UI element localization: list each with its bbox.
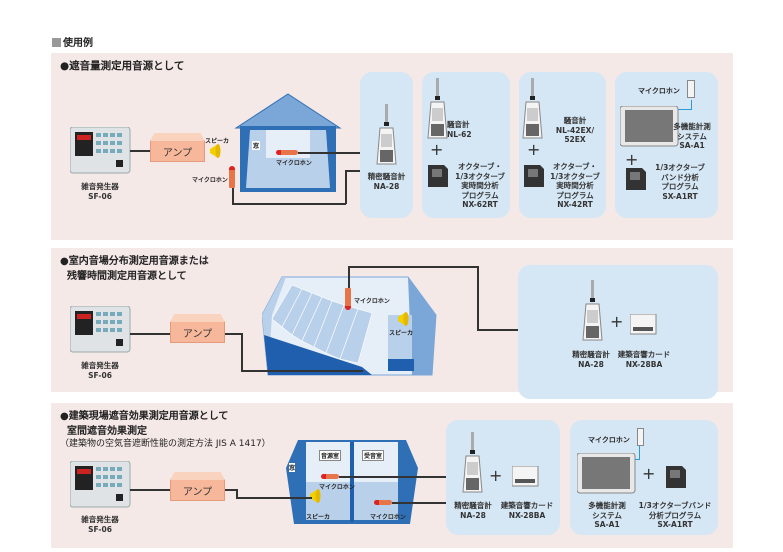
cable [477,329,518,331]
receiving-microphone-icon [374,500,392,505]
cable [225,489,237,491]
sa-a1-tablet-image [577,453,636,494]
na28-label: 精密騒音計 NA-28 [572,350,610,369]
cable [348,266,478,268]
na28-label: 精密騒音計 NA-28 [367,172,406,191]
cable [241,370,363,372]
cable [348,266,350,288]
cable [130,489,170,491]
window-label: 窓 [252,141,261,150]
speaker-icon [310,489,321,503]
plus-sign: + [642,464,656,483]
noise-generator-label: 雑音発生器 SF-06 [81,361,119,380]
noise-generator-image [70,306,131,353]
cable [477,266,479,330]
cable [339,476,446,478]
cable [345,170,362,172]
cable [241,333,243,371]
sa-a1-label: 多機能計測 システム SA-A1 [588,501,626,529]
microphone-label: マイクロホン [192,177,228,184]
sound-level-meter-image [582,280,603,341]
cable [345,170,347,204]
nl42-label: 騒音計 NL-42EX/ 52EX [555,116,595,144]
receiving-room-label: 受音室 [362,450,385,461]
sa-microphone-label: マイクロホン [588,436,630,444]
cable [236,497,312,499]
cable [130,333,170,335]
nx28ba-label: 建築音響カード NX-28BA [500,501,554,520]
sa-a1-label: 多機能計測 システム SA-A1 [673,122,711,150]
acoustics-card-icon [630,314,657,335]
cable [130,150,150,152]
na28-label: 精密騒音計 NA-28 [454,501,492,520]
plus-sign: + [610,312,624,331]
section2-title: ●室内音場分布測定用音源または 残響時間測定用音源として [60,256,209,282]
speaker-label: スピーカ [205,138,230,145]
sd-card-icon [524,165,544,187]
nx28ba-label: 建築音響カード NX-28BA [617,350,671,369]
source-microphone-label: マイクロホン [319,484,355,491]
cable [232,188,234,204]
sound-level-meter-image [462,432,483,493]
section-header: 使用例 [52,34,93,49]
noise-generator-label: 雑音発生器 SF-06 [81,515,119,534]
cable [232,203,346,205]
section3-title: ●建築現場遮音効果測定用音源として 室間遮音効果測定 [60,411,229,437]
house-diagram [234,93,342,192]
microphone-icon [229,166,235,188]
receiving-microphone-label: マイクロホン [370,514,406,521]
speaker-label: スピーカ [306,514,331,521]
plus-sign: + [489,466,503,485]
inner-microphone-label: マイクロホン [276,160,312,167]
section3-subtitle: （建築物の空気音遮断性能の測定方法 JIS A 1417） [60,439,271,449]
nx62rt-label: オクターブ・ 1/3オクターブ 実時間分析 プログラム NX-62RT [455,162,505,209]
microphone-icon [687,80,695,98]
sound-level-meter-image [376,104,397,165]
section1-title: ●遮音量測定用音源として [60,60,185,72]
stepped-room-diagram [262,276,437,376]
square-icon [52,38,61,47]
na28-card-box [518,265,718,399]
cable [298,152,362,154]
window-label: 窓 [289,463,296,472]
speaker-icon [398,312,409,326]
microphone-icon [345,288,351,310]
speaker-label: スピーカ [389,330,414,337]
nx42rt-label: オクターブ・ 1/3オクターブ 実時間分析 プログラム NX-42RT [550,162,600,209]
source-microphone-icon [321,474,339,479]
noise-generator-image [70,127,131,174]
sound-level-meter-image [427,78,448,139]
sx-a1rt-label: 1/3オクターブバンド 分析プログラム SX-A1RT [638,501,712,529]
amplifier: アンプ [170,479,225,501]
plus-sign: + [430,140,444,159]
inner-microphone-icon [276,150,298,155]
source-room-label: 音源室 [319,450,342,461]
sound-level-meter-image [522,78,543,139]
sd-card-icon [666,466,686,488]
plus-sign: + [527,140,541,159]
cable [225,333,242,335]
sd-card-icon [428,165,448,187]
acoustics-card-icon [512,466,539,487]
sd-card-icon [626,168,646,190]
noise-generator-label: 雑音発生器 SF-06 [81,182,119,201]
amplifier: アンプ [150,140,205,162]
microphone-label: マイクロホン [354,298,390,305]
cable [632,446,640,460]
nl62-label: 騒音計 NL-62 [447,120,472,139]
noise-generator-image [70,461,131,508]
amplifier: アンプ [170,321,225,343]
speaker-icon [210,144,221,158]
sa-microphone-label: マイクロホン [638,87,680,95]
cable [392,502,446,504]
plus-sign: + [625,150,639,169]
cable [236,489,238,498]
microphone-icon [637,428,644,446]
sx-a1rt-label: 1/3オクターブ バンド分析 プログラム SX-A1RT [655,163,705,201]
